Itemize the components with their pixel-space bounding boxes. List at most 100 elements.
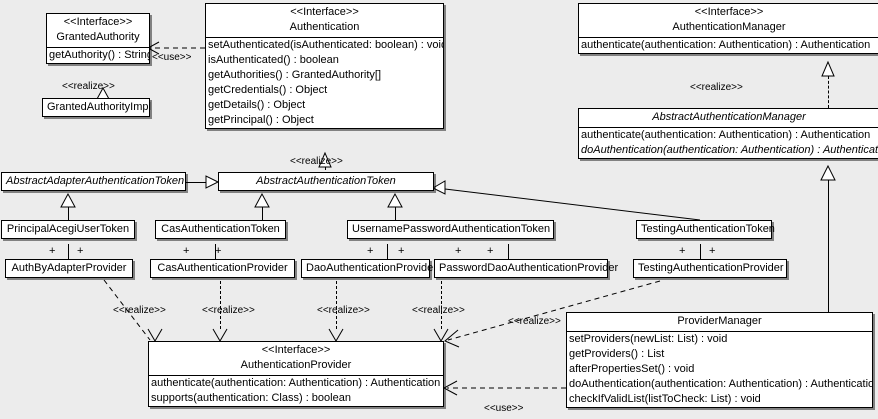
assoc-castoken-casprovider [215,244,216,259]
assoc-principalacegi-authbyadapter [68,244,69,259]
class-name-label: CasAuthenticationToken [161,223,280,235]
line-castoken-generalization [262,207,263,220]
member-row: getProviders() : List [569,348,665,360]
line-daoprovider-realize [336,281,337,329]
class-provider-manager[interactable]: ProviderManager setProviders(newList: Li… [566,312,873,408]
class-separator [579,127,878,128]
class-principal-acegi-user-token[interactable]: PrincipalAcegiUserToken [1,220,135,239]
class-name-label: AbstractAuthenticationToken [219,173,433,190]
class-separator [149,375,443,376]
label-realize-testingprovider: <<realize>> [508,316,561,327]
member-row: authenticate(authentication: Authenticat… [581,129,871,141]
member-row: afterPropertiesSet() : void [569,363,695,375]
class-abstract-authentication-manager[interactable]: AbstractAuthenticationManager authentica… [578,108,878,159]
class-abstract-adapter-authentication-token[interactable]: AbstractAdapterAuthenticationToken [1,172,186,191]
stereotype-label: <<Interface>> [694,6,764,18]
stereotype-label: <<Interface>> [290,6,359,18]
member-row: doAuthentication(authentication: Authent… [581,144,878,156]
label-realize-abstractmanager: <<realize>> [690,82,743,93]
class-username-password-authentication-token[interactable]: UsernamePasswordAuthenticationToken [347,220,554,239]
class-name-label: AbstractAuthenticationManager [652,111,806,123]
class-name-label: AbstractAdapterAuthenticationToken [2,173,185,190]
class-header: <<Interface>> Authentication [206,4,443,37]
class-name-label: ProviderManager [677,315,762,327]
assoc-testingtoken-testingprovider [700,244,701,259]
class-name-label: GrantedAuthority [56,31,140,43]
class-name-text: AbstractAdapterAuthenticationToken [6,175,185,187]
class-name-label: TestingAuthenticationToken [641,223,775,235]
class-header: <<Interface>> AuthenticationProvider [149,342,443,375]
line-casprovider-realize [220,281,221,329]
class-separator [567,331,872,332]
member-row: setAuthenticated(isAuthenticated: boolea… [208,39,443,51]
stereotype-label: <<Interface>> [63,16,133,28]
class-password-dao-authentication-provider[interactable]: PasswordDaoAuthenticationProvider [434,259,619,278]
class-name-label: PasswordDaoAuthenticationProvider [439,262,619,274]
member-row: getCredentials() : Object [208,84,328,96]
member-row: checkIfValidList(listToCheck: List) : vo… [569,393,761,405]
line-usernamepasswordtoken-generalization [395,207,396,220]
class-authentication-manager[interactable]: <<Interface>> AuthenticationManager auth… [578,3,878,54]
line-principalacegi-generalization [68,207,69,220]
class-name-text: AbstractAuthenticationToken [256,175,396,187]
class-header: <<Interface>> AuthenticationManager [579,4,878,37]
class-name-label: AuthenticationProvider [240,359,352,371]
class-members: setAuthenticated(isAuthenticated: boolea… [206,38,443,128]
assoc-plus-marker: + [215,245,222,257]
line-passworddaoprovider-realize [441,281,442,329]
assoc-userpass-daoprovider [387,244,388,259]
class-granted-authority-impl[interactable]: GrantedAuthorityImpl [42,98,151,117]
class-separator [579,37,878,38]
class-name-label: Authentication [289,21,360,33]
class-dao-authentication-provider[interactable]: DaoAuthenticationProvider [301,259,437,278]
class-name-label: PrincipalAcegiUserToken [6,223,130,235]
label-realize-daoprovider: <<realize>> [317,305,370,316]
line-abstractmanager-realize [828,76,829,108]
class-separator [206,37,443,38]
class-authentication-provider[interactable]: <<Interface>> AuthenticationProvider aut… [148,341,444,407]
stereotype-label: <<Interface>> [261,344,331,356]
line-abstracttoken-realize [325,167,326,175]
class-members: authenticate(authentication: Authenticat… [579,128,878,158]
member-row: setProviders(newList: List) : void [569,333,728,345]
class-name-label: GrantedAuthorityImpl [47,101,151,113]
assoc-plus-marker: + [679,245,686,257]
class-granted-authority[interactable]: <<Interface>> GrantedAuthority getAuthor… [46,13,150,64]
member-row: getAuthorities() : GrantedAuthority[] [208,69,382,81]
member-row: authenticate(authentication: Authenticat… [151,377,441,389]
class-name-label: TestingAuthenticationProvider [638,262,784,274]
class-testing-authentication-token[interactable]: TestingAuthenticationToken [636,220,775,239]
label-realize-abstracttoken: <<realize>> [290,156,343,167]
class-abstract-authentication-token[interactable]: AbstractAuthenticationToken [218,172,434,191]
label-realize-grantedauthorityimpl: <<realize>> [62,81,115,92]
assoc-userpass-passworddaoprovider [508,244,509,259]
member-row: getAuthority() : String [49,49,149,61]
label-realize-authbyadapter: <<realize>> [113,305,166,316]
class-cas-authentication-provider[interactable]: CasAuthenticationProvider [150,259,295,278]
member-row: isAuthenticated() : boolean [208,54,339,66]
class-authentication[interactable]: <<Interface>> Authentication setAuthenti… [205,3,444,129]
class-auth-by-adapter-provider[interactable]: AuthByAdapterProvider [5,259,133,278]
member-row: doAuthentication(authentication: Authent… [569,378,872,390]
class-separator [47,47,149,48]
class-testing-authentication-provider[interactable]: TestingAuthenticationProvider [633,259,787,278]
assoc-plus-marker: + [455,245,462,257]
class-name-label: UsernamePasswordAuthenticationToken [352,223,551,235]
class-name-label: AuthByAdapterProvider [11,262,127,274]
class-header: <<Interface>> GrantedAuthority [47,14,149,47]
member-row: authenticate(authentication: Authenticat… [581,39,871,51]
member-row: supports(authentication: Class) : boolea… [151,392,351,404]
class-members: getAuthority() : String [47,48,149,63]
class-members: authenticate(authentication: Authenticat… [579,38,878,53]
member-row: getPrincipal() : Object [208,114,314,126]
class-name-label: DaoAuthenticationProvider [306,262,437,274]
assoc-plus-marker: + [398,245,405,257]
label-use-authentication-grantedauthority: <<use>> [152,52,192,63]
class-header: AbstractAuthenticationManager [579,109,878,127]
class-cas-authentication-token[interactable]: CasAuthenticationToken [155,220,286,239]
class-members: authenticate(authentication: Authenticat… [149,376,443,406]
assoc-plus-marker: + [183,245,190,257]
member-row: getDetails() : Object [208,99,306,111]
class-members: setProviders(newList: List) : void getPr… [567,332,872,407]
label-use-providermanager: <<use>> [484,403,524,414]
